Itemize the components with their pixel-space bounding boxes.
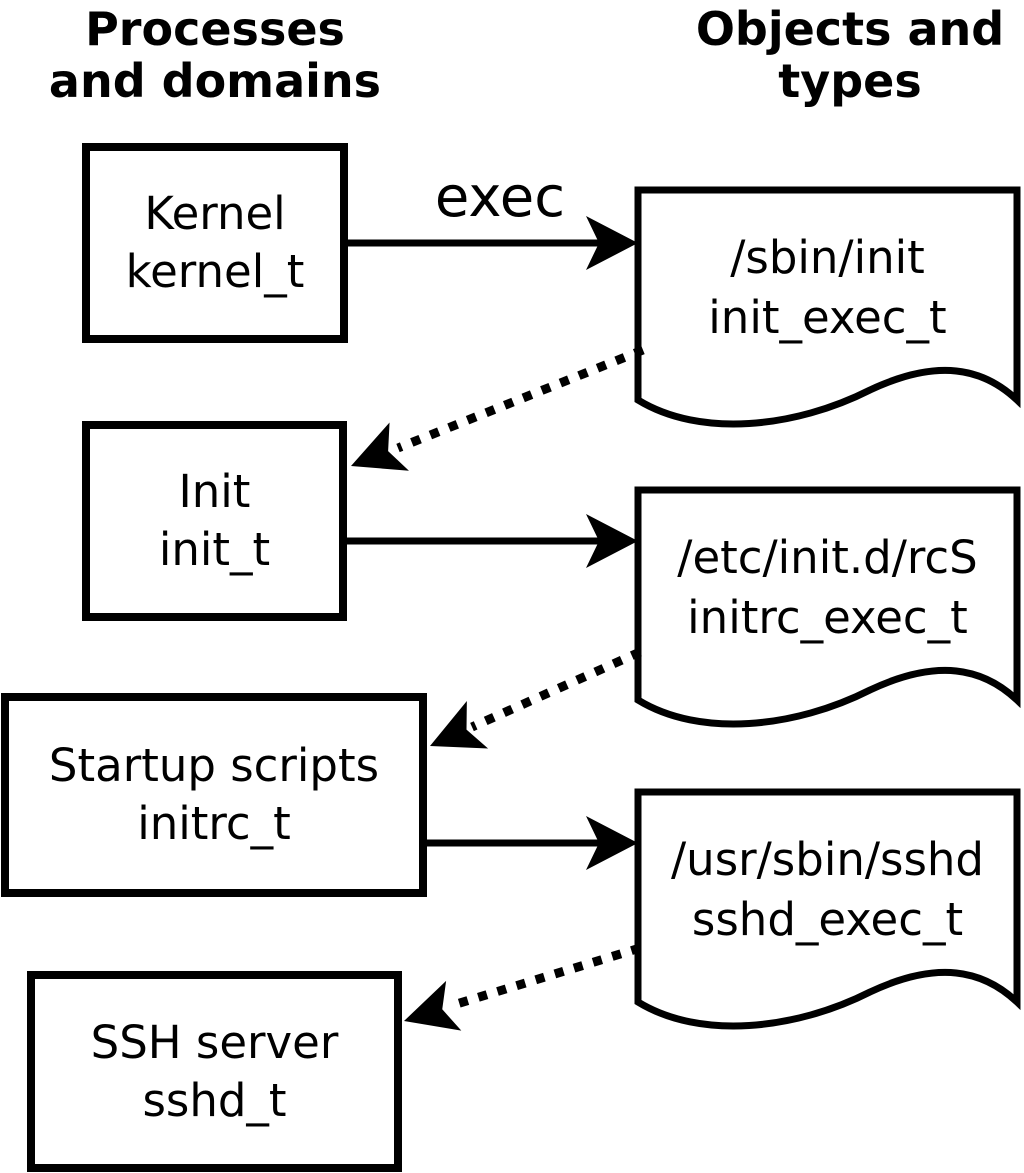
exec-edge-label: exec: [434, 165, 566, 230]
process-name: Startup scripts: [48, 739, 380, 792]
solid-arrow-initrc-to-sshd-exec: [427, 816, 638, 870]
dotted-arrow-sshd-exec-to-sshd: [404, 943, 642, 1031]
dotted-arrow-init-exec-to-init: [351, 345, 645, 471]
solid-arrow-init-to-initrc-exec: [347, 514, 638, 568]
process-box-init: Init init_t: [82, 421, 347, 621]
process-domain: initrc_t: [137, 797, 291, 850]
process-box-kernel: Kernel kernel_t: [82, 143, 348, 343]
process-domain: init_t: [158, 523, 271, 576]
column-header-objects: Objects and types: [695, 2, 1005, 108]
process-name: Init: [178, 465, 251, 518]
process-domain: sshd_t: [142, 1073, 287, 1127]
process-domain: kernel_t: [125, 245, 305, 298]
process-box-startup-scripts: Startup scripts initrc_t: [1, 693, 427, 897]
dotted-arrow-initrc-exec-to-initrc: [430, 647, 642, 749]
document-shape-sbin-init: [634, 186, 1021, 428]
process-name: SSH server: [90, 1015, 339, 1069]
process-name: Kernel: [144, 187, 286, 240]
column-header-processes: Processes and domains: [48, 2, 382, 108]
document-shape-usr-sbin-sshd: [634, 788, 1021, 1030]
document-shape-etc-initd-rcs: [634, 486, 1021, 728]
process-box-ssh-server: SSH server sshd_t: [27, 971, 402, 1172]
solid-arrow-kernel-to-init-exec: [348, 216, 638, 270]
